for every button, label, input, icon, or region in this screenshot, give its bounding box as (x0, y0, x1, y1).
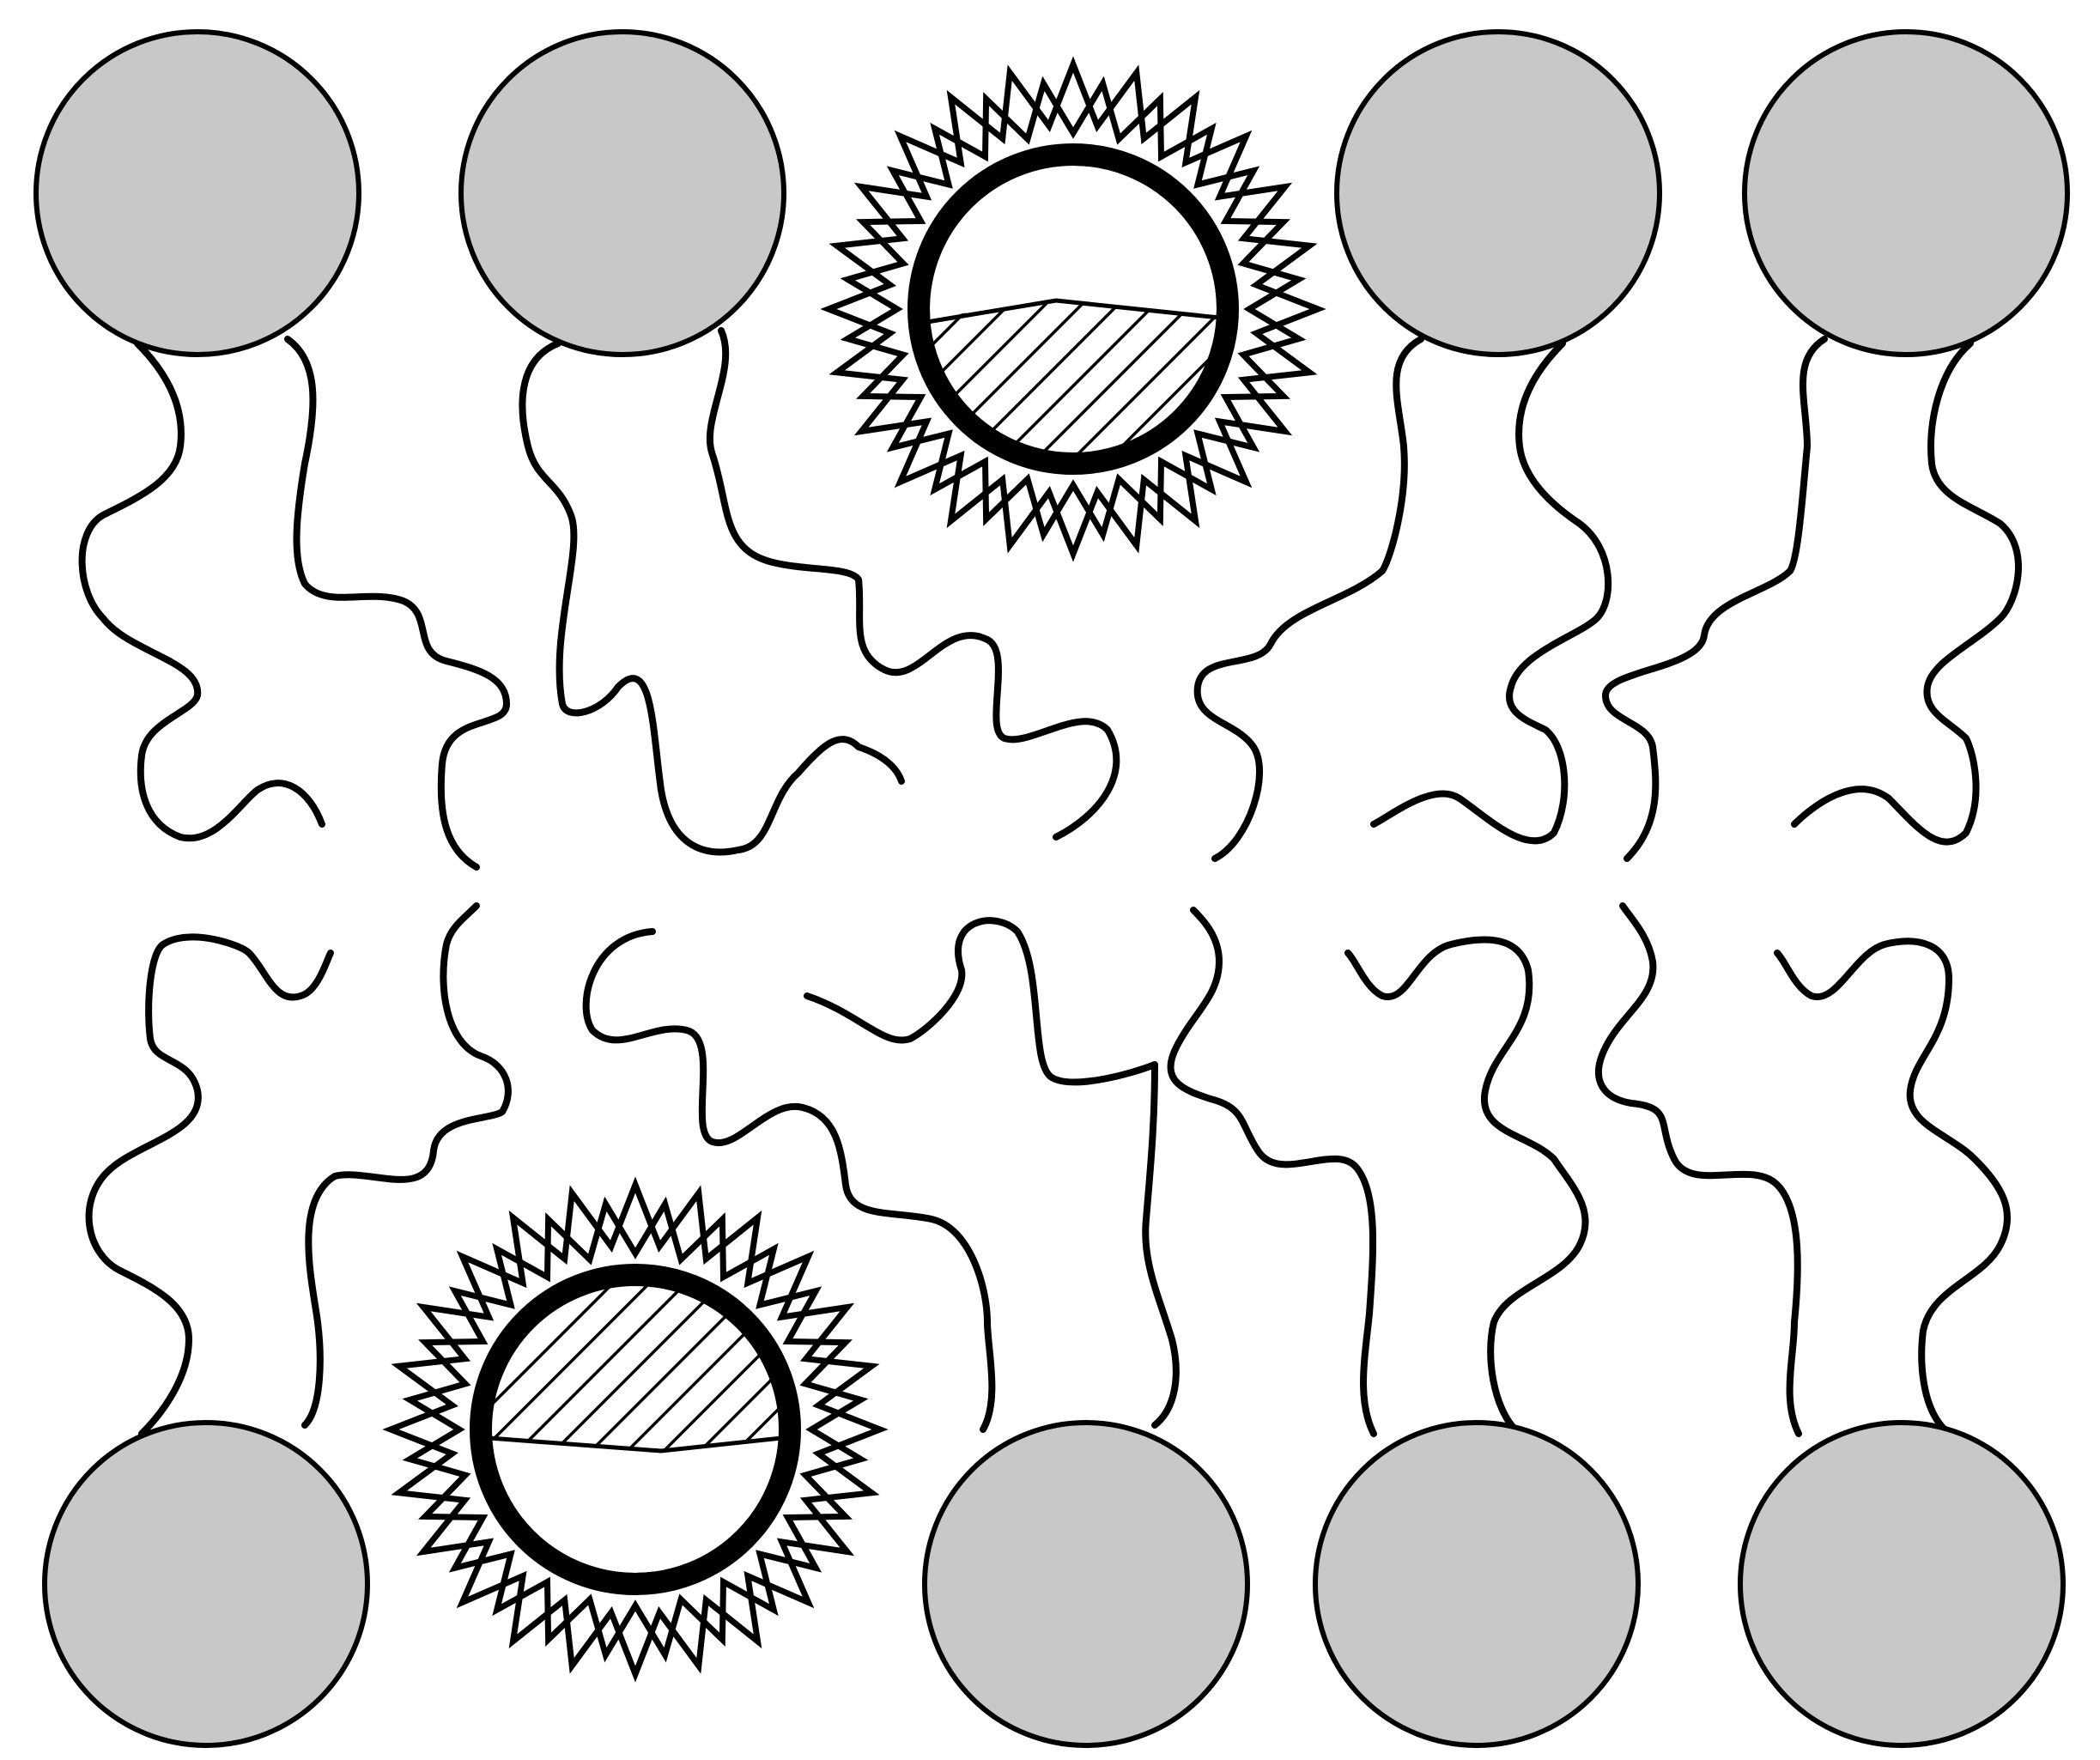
wavy-tail-icon (78, 340, 325, 842)
wavy-tail-icon (1791, 340, 2022, 846)
spiky-ring-icon (840, 76, 1307, 543)
spiky-ring-icon (402, 1196, 869, 1663)
lower-leaflet (42, 902, 2066, 1748)
wavy-tail-icon (284, 336, 510, 871)
circle-head-icon (1738, 1420, 2066, 1748)
upper-leaflet (33, 29, 2070, 871)
wavy-tail-icon (85, 933, 334, 1437)
spiky-ring-icon (820, 56, 1326, 562)
wavy-tail-icon (582, 928, 996, 1433)
nanoparticle (820, 56, 1326, 562)
wavy-tail-icon (706, 327, 1120, 841)
circle-head-icon (922, 1420, 1250, 1748)
lower-leaflet-tails (85, 902, 2011, 1437)
wavy-tail-icon (301, 902, 512, 1429)
circle-head-icon (1334, 29, 1662, 357)
wavy-tail-icon (1193, 336, 1424, 862)
circle-head-icon (1742, 29, 2070, 357)
circle-head-icon (42, 1420, 370, 1748)
wavy-tail-icon (1167, 907, 1377, 1437)
wavy-tail-icon (804, 917, 1180, 1429)
circle-head-icon (33, 29, 361, 357)
half-hatched-circle-icon (929, 300, 1217, 453)
wavy-tail-icon (1370, 340, 1612, 845)
particle-ring-edge (473, 1267, 798, 1592)
upper-leaflet-tails (78, 327, 2022, 871)
spiky-ring-icon (382, 1176, 889, 1683)
half-hatched-circle-icon (491, 1285, 780, 1451)
circle-head-icon (458, 29, 786, 357)
wavy-tail-icon (519, 340, 905, 856)
wavy-tail-icon (1602, 336, 1828, 862)
core-divider (491, 1435, 780, 1454)
circle-head-icon (1313, 1420, 1641, 1748)
nanoparticle (382, 1176, 889, 1683)
wavy-tail-icon (1344, 936, 1589, 1433)
wavy-tail-icon (1594, 902, 1802, 1437)
particle-ring-edge (911, 147, 1235, 471)
wavy-tail-icon (1774, 938, 2011, 1433)
particles (382, 56, 1326, 1683)
core-divider (929, 298, 1217, 325)
